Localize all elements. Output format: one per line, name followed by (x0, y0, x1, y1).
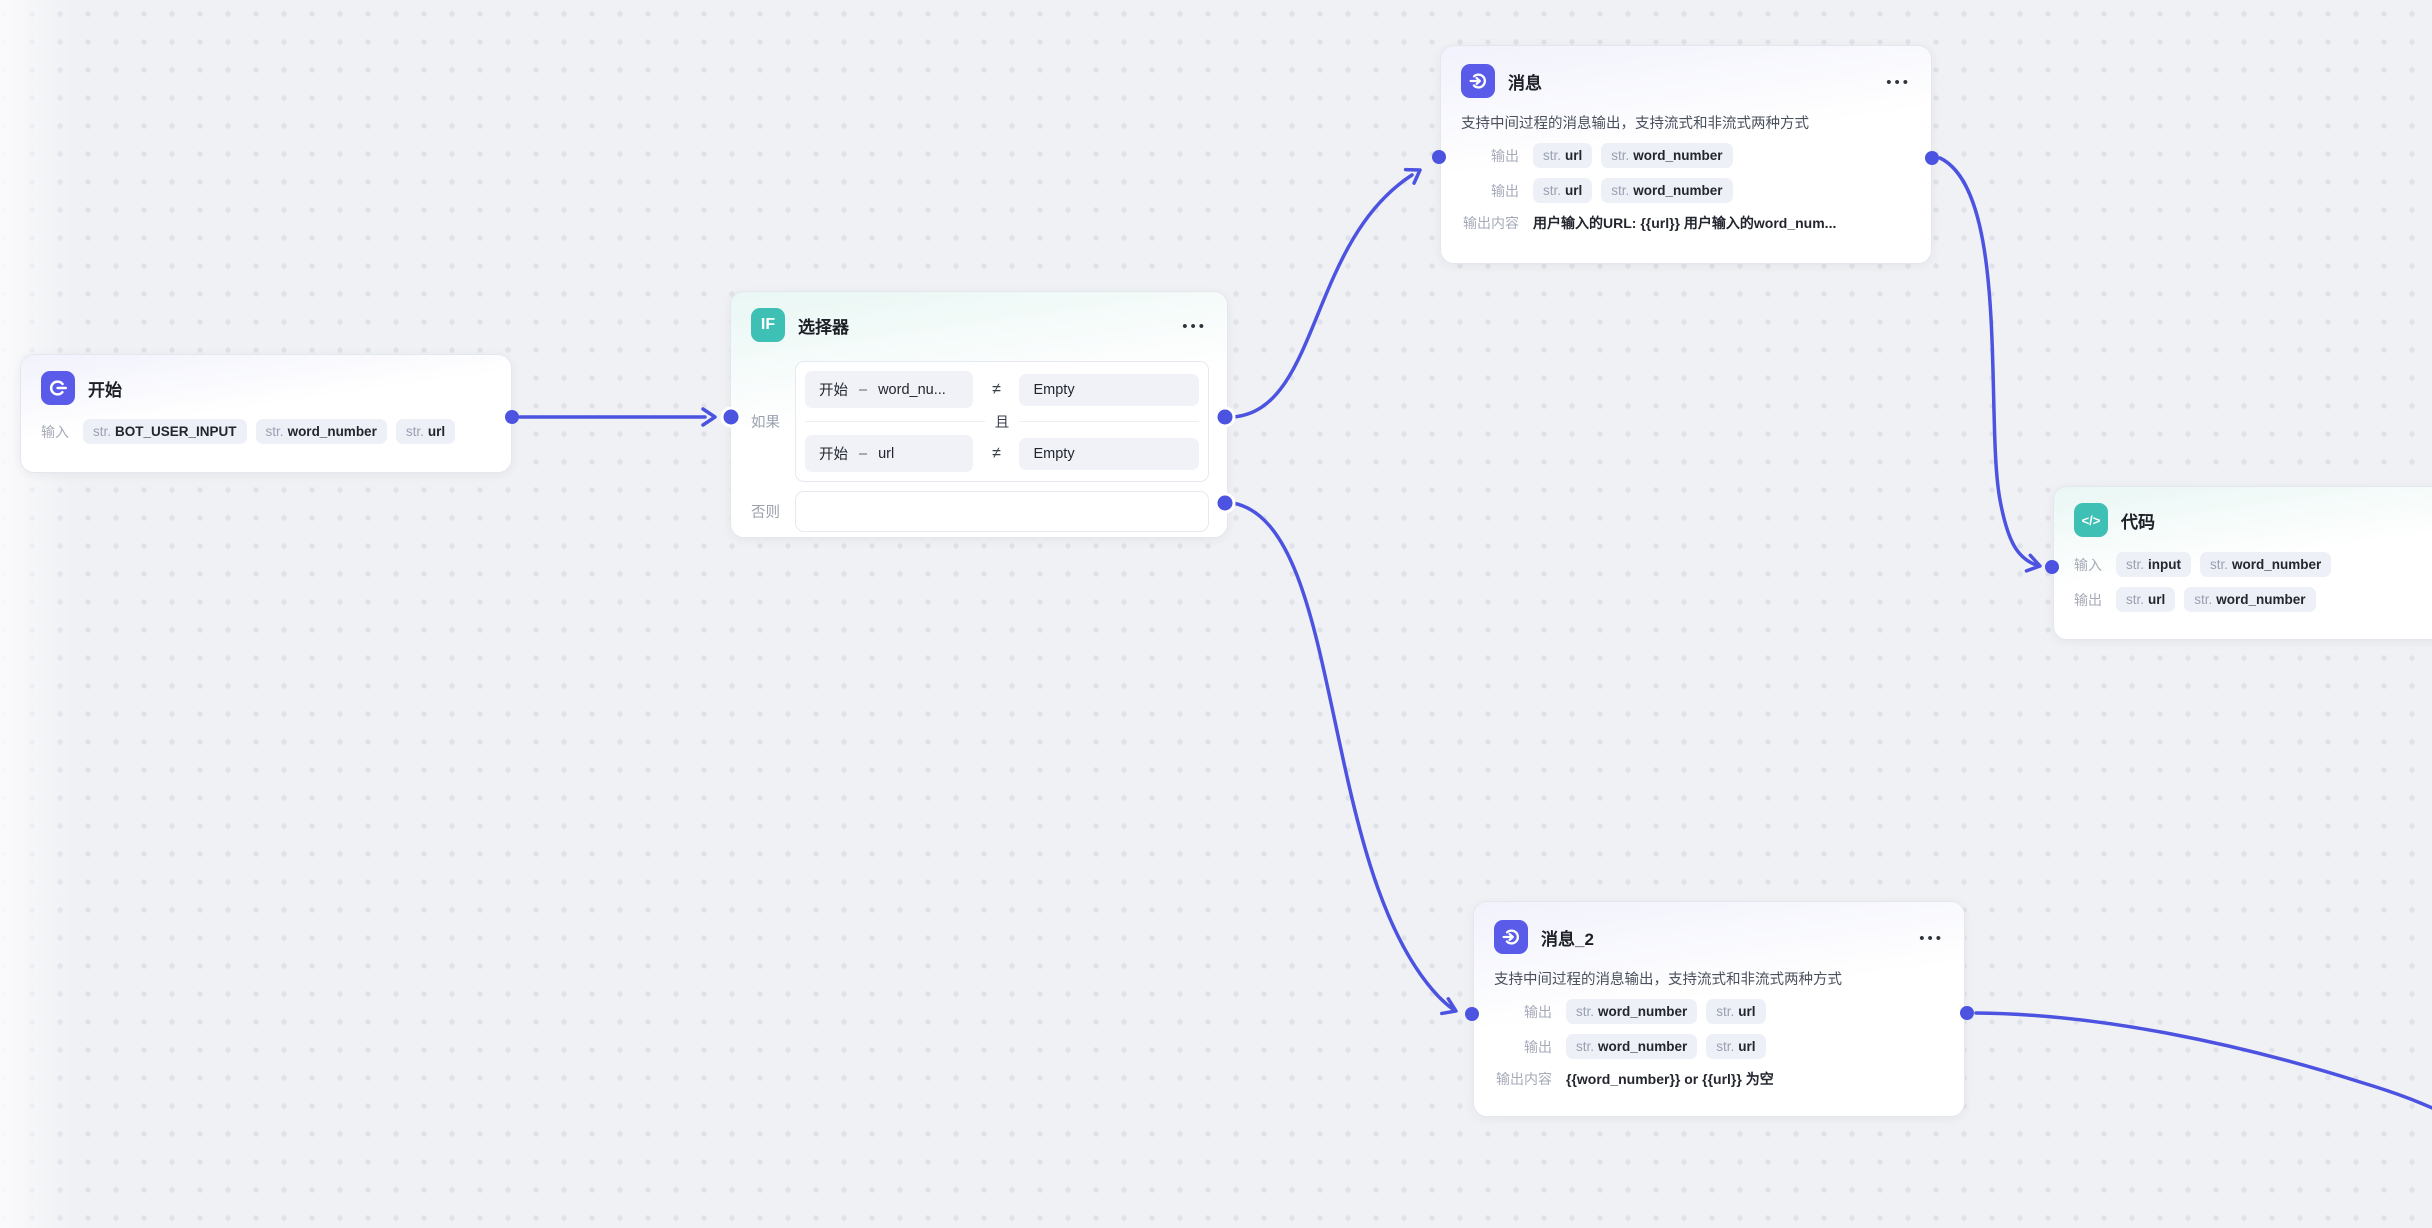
and-join-label: 且 (805, 411, 1199, 432)
port-selector-else-output[interactable] (1214, 492, 1236, 514)
start-power-icon (41, 371, 75, 405)
node-code-header: </> 代码 (2054, 487, 2432, 537)
variable-pill: str.url (1706, 999, 1766, 1024)
condition-row: 开始 – url ≠ Empty (805, 435, 1199, 472)
else-box (795, 491, 1209, 532)
variable-pill: str.word_number (1566, 1034, 1698, 1059)
condition-right-pill: Empty (1019, 373, 1199, 406)
variable-pill: str.url (395, 419, 456, 444)
node-title: 开始 (88, 380, 122, 400)
variable-pill: str.url (2116, 587, 2176, 612)
not-equal-operator: ≠ (992, 444, 1001, 462)
variable-pill: str.BOT_USER_INPUT (83, 419, 247, 444)
variable-pill: str.word_number (1601, 143, 1733, 168)
condition-right-pill: Empty (1019, 437, 1199, 470)
output-label: 输出 (1524, 1038, 1552, 1055)
variable-pill: str.url (1533, 143, 1593, 168)
node-start-header: 开始 (21, 355, 511, 405)
more-menu-button[interactable]: ••• (1182, 317, 1207, 335)
message-enter-icon (1461, 64, 1495, 98)
node-message2-header: 消息_2 ••• (1474, 904, 1964, 954)
condition-left-pill: 开始 – url (805, 435, 974, 472)
port-selector-if-output[interactable] (1214, 406, 1236, 428)
variable-pill: str.word_number (1566, 999, 1698, 1024)
variable-pill: str.word_number (2200, 552, 2332, 577)
edge-selector-else-to-message2[interactable] (1231, 501, 1455, 1011)
output-label: 输出 (1491, 182, 1519, 199)
edge-arrowhead (2024, 553, 2042, 573)
condition-box: 开始 – word_nu... ≠ Empty 且 开始 – url ≠ Emp… (795, 361, 1209, 482)
port-message-output[interactable] (1925, 151, 1939, 165)
more-menu-button[interactable]: ••• (1919, 929, 1944, 947)
port-start-output[interactable] (505, 410, 519, 424)
port-message2-output[interactable] (1960, 1006, 1974, 1020)
port-message2-input[interactable] (1465, 1007, 1479, 1021)
node-title: 消息_2 (1541, 929, 1594, 949)
output-content-label: 输出内容 (1496, 1071, 1552, 1087)
variable-pill: str.word_number (255, 419, 387, 444)
node-title: 代码 (2121, 512, 2155, 532)
message-enter-icon (1494, 920, 1528, 954)
edge-message-to-code[interactable] (1938, 156, 2038, 567)
edge-arrowhead (1440, 997, 1458, 1016)
node-message2[interactable]: 消息_2 ••• 支持中间过程的消息输出，支持流式和非流式两种方式 输出 str… (1473, 901, 1965, 1117)
node-message[interactable]: 消息 ••• 支持中间过程的消息输出，支持流式和非流式两种方式 输出 str.u… (1440, 45, 1932, 264)
node-code[interactable]: </> 代码 输入 str.input str.word_number 输出 s… (2053, 486, 2432, 640)
variable-pill: str.url (1706, 1034, 1766, 1059)
edge-arrowhead (1403, 167, 1422, 185)
variable-pill: str.word_number (2184, 587, 2316, 612)
node-title: 选择器 (798, 317, 849, 337)
code-icon: </> (2074, 503, 2108, 537)
input-label: 输入 (2074, 556, 2102, 573)
input-label: 输入 (41, 423, 69, 440)
output-label: 输出 (2074, 591, 2102, 608)
port-selector-input[interactable] (720, 406, 742, 428)
node-description: 支持中间过程的消息输出，支持流式和非流式两种方式 (1461, 116, 1809, 132)
variable-pill: str.url (1533, 178, 1593, 203)
edge-message2-out[interactable] (1974, 1011, 2432, 1116)
node-selector[interactable]: IF 选择器 ••• 如果 开始 – word_nu... ≠ Empty 且 (730, 291, 1228, 538)
node-message-header: 消息 ••• (1441, 48, 1931, 98)
port-message-input[interactable] (1432, 150, 1446, 164)
condition-left-pill: 开始 – word_nu... (805, 371, 974, 408)
variable-pill: str.word_number (1601, 178, 1733, 203)
output-content-value: {{word_number}} or {{url}} 为空 (1566, 1071, 1774, 1087)
variable-pill: str.input (2116, 552, 2192, 577)
node-selector-header: IF 选择器 ••• (731, 292, 1227, 342)
output-content-value: 用户输入的URL: {{url}} 用户输入的word_num... (1533, 215, 1837, 231)
node-title: 消息 (1508, 73, 1542, 93)
edge-arrowhead (701, 407, 717, 427)
not-equal-operator: ≠ (992, 380, 1001, 398)
node-description: 支持中间过程的消息输出，支持流式和非流式两种方式 (1494, 972, 1842, 988)
more-menu-button[interactable]: ••• (1886, 73, 1911, 91)
condition-row: 开始 – word_nu... ≠ Empty (805, 371, 1199, 408)
output-label: 输出 (1524, 1003, 1552, 1020)
if-branch-label: 如果 (751, 415, 780, 431)
else-branch-label: 否则 (751, 505, 780, 521)
node-start[interactable]: 开始 输入 str.BOT_USER_INPUT str.word_number… (20, 354, 512, 473)
output-content-label: 输出内容 (1463, 215, 1519, 231)
port-code-input[interactable] (2045, 560, 2059, 574)
if-icon: IF (751, 308, 785, 342)
output-label: 输出 (1491, 147, 1519, 164)
edge-selector-if-to-message[interactable] (1231, 173, 1414, 419)
